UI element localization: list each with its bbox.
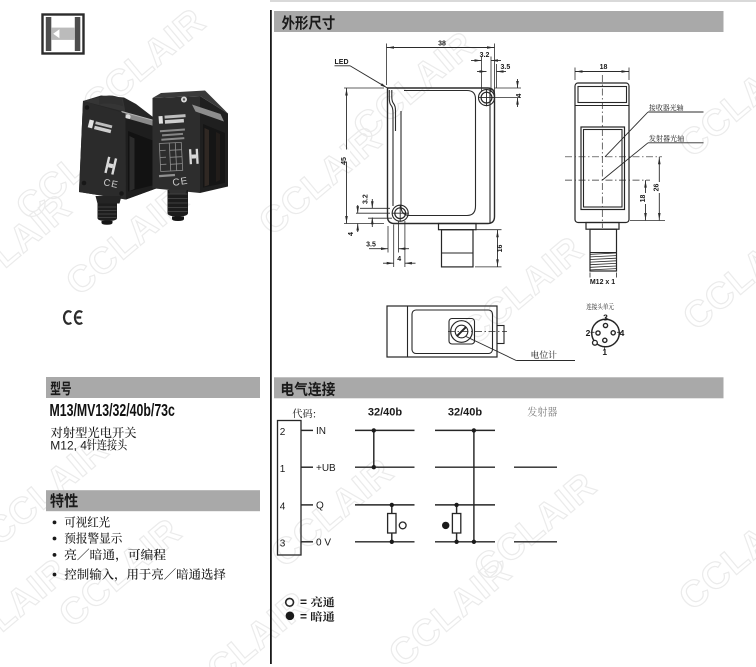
svg-text:4: 4	[620, 328, 625, 338]
svg-text:3.5: 3.5	[366, 241, 376, 248]
svg-text:0 V: 0 V	[316, 537, 331, 548]
svg-text:4: 4	[280, 502, 286, 513]
svg-text:CCLAIR: CCLAIR	[675, 213, 756, 338]
svg-text:Q: Q	[316, 501, 324, 512]
svg-text:16: 16	[497, 245, 504, 253]
svg-text:CCLAIR: CCLAIR	[51, 510, 189, 635]
svg-text:CCLAIR: CCLAIR	[453, 228, 591, 353]
svg-text:M12 x 1: M12 x 1	[590, 279, 615, 286]
svg-text:32/40b: 32/40b	[368, 407, 403, 419]
svg-text:2: 2	[280, 427, 286, 438]
svg-text:LED: LED	[335, 59, 349, 66]
svg-text:+UB: +UB	[316, 463, 336, 474]
svg-text:CCLAIR: CCLAIR	[178, 583, 316, 667]
svg-text:=: =	[300, 609, 307, 623]
svg-text:CCLAIR: CCLAIR	[0, 186, 79, 311]
svg-text:=: =	[300, 595, 307, 609]
svg-text:45: 45	[341, 157, 348, 165]
svg-text:18: 18	[640, 195, 647, 203]
svg-text:3.5: 3.5	[501, 64, 511, 71]
svg-text:3.2: 3.2	[363, 194, 370, 204]
svg-text:CE: CE	[172, 176, 189, 189]
svg-text:2: 2	[586, 328, 591, 338]
svg-text:CCLAIR: CCLAIR	[381, 550, 519, 667]
svg-text:CCLAIR: CCLAIR	[671, 40, 756, 165]
svg-text:1: 1	[280, 464, 286, 475]
svg-text:26: 26	[654, 184, 661, 192]
svg-text:CCLAIR: CCLAIR	[671, 493, 756, 618]
svg-text:3.2: 3.2	[480, 52, 490, 59]
svg-text:4: 4	[516, 93, 523, 97]
svg-text:3: 3	[280, 538, 286, 549]
svg-text:M13/MV13/32/40b/73c: M13/MV13/32/40b/73c	[50, 401, 175, 421]
svg-text:18: 18	[600, 64, 608, 71]
svg-text:4: 4	[397, 256, 401, 263]
svg-text:38: 38	[438, 41, 446, 48]
svg-text:M12, 4: M12, 4	[50, 439, 87, 453]
svg-text:4: 4	[348, 232, 355, 236]
svg-text:32/40b: 32/40b	[448, 407, 483, 419]
svg-text:1: 1	[602, 347, 607, 357]
svg-text:CE: CE	[102, 177, 119, 191]
svg-text:IN: IN	[316, 426, 326, 437]
